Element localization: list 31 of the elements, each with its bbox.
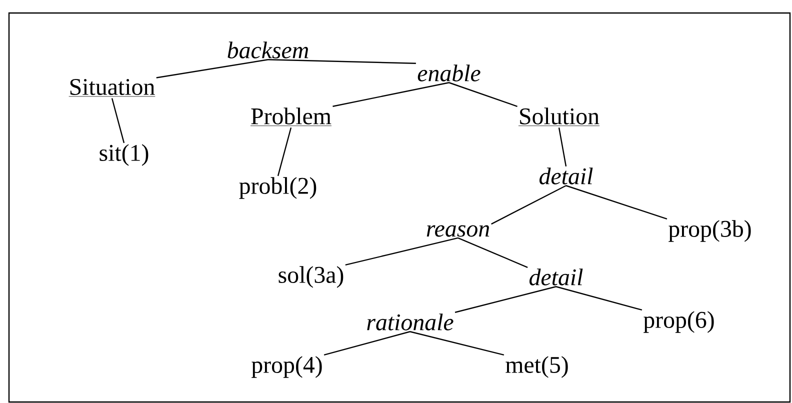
tree-line	[410, 331, 504, 356]
tree-line	[458, 237, 528, 268]
proposition-label: sit(1)	[100, 144, 148, 166]
relation-label: rationale	[367, 314, 454, 330]
tree-line	[558, 128, 567, 166]
tree-line	[345, 237, 458, 266]
proposition-label: met(5)	[506, 356, 568, 378]
proposition-label: prop(4)	[252, 356, 322, 378]
tree-line	[491, 185, 566, 225]
tree-line	[448, 82, 518, 107]
tree-line	[332, 82, 450, 107]
tree-line	[566, 185, 668, 220]
proposition-label: prop(6)	[644, 311, 714, 333]
tree-line	[111, 98, 125, 144]
relation-label: detail	[540, 168, 593, 184]
proposition-label: prop(3b)	[668, 220, 751, 242]
tree-line	[156, 59, 268, 78]
segment-label: Situation	[68, 78, 156, 97]
tree-line	[277, 127, 292, 176]
relation-label: reason	[426, 225, 490, 237]
tree-line	[268, 59, 416, 64]
tree-line	[556, 286, 642, 311]
tree-line	[454, 286, 556, 313]
proposition-label: sol(3a)	[278, 266, 344, 288]
relation-label: enable	[418, 64, 480, 82]
proposition-label: probl(2)	[239, 177, 316, 199]
segment-label: Solution	[518, 108, 600, 126]
segment-label: Problem	[250, 108, 332, 126]
relation-label: backsem	[228, 42, 308, 58]
relation-label: detail	[530, 268, 583, 286]
tree-line	[324, 331, 410, 356]
